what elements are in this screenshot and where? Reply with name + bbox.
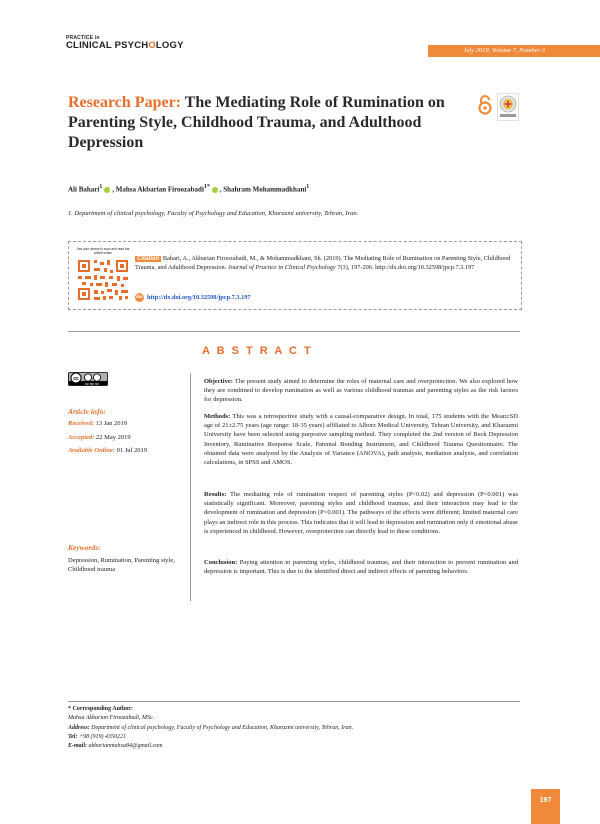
logo-main-text: CLINICAL PSYCH [66,40,149,51]
methods-text: This was a retrospective study with a ca… [204,413,518,467]
conclusion-text: Paying attention to parenting styles, ch… [204,559,519,576]
citation-text: Citation Bahari, A., Akbarian Firoozabad… [135,255,515,273]
abstract-heading: A B S T R A C T [202,345,313,357]
doi-icon: doi [135,293,144,302]
citation-body: Bahari, A., Akbarian Firoozabadi, M., & … [135,255,511,271]
cc-license-icon[interactable]: cc cc by nc [68,372,108,386]
email-value[interactable]: akbarianmahsa84@gmail.com [88,743,163,750]
orcid-icon[interactable] [104,186,111,193]
citation-box [68,241,522,310]
corresponding-author: * Corresponding Author: Mahsa Akbarian F… [68,705,520,751]
received-label: Received: [68,420,94,427]
author-list: Ali Bahari1, Mahsa Akbarian Firoozabadi1… [68,184,528,193]
abstract-objective: Objective: The present study aimed to de… [204,377,518,405]
address-label: Address: [68,724,90,731]
corresponding-address: Address: Department of clinical psycholo… [68,724,520,733]
email-label: E-mail: [68,743,87,750]
author-sep: , [219,185,222,194]
logo-top: PRACTICE in [66,35,100,41]
orcid-icon[interactable] [211,186,218,193]
accepted-label: Accepted: [68,434,95,441]
tel-value: +98 (919) 4350221 [78,733,126,740]
column-divider [190,373,191,601]
results-label: Results: [204,491,227,498]
title-main: The Mediating Role of Rumination on Pare… [68,94,445,151]
svg-text:cc: cc [73,376,79,382]
tel-label: Tel: [68,733,78,740]
corresponding-email: E-mail: akbarianmahsa84@gmail.com [68,742,520,751]
author-2: Mahsa Akbarian Firoozabadi [115,185,204,194]
divider [68,701,520,702]
logo-o: O [148,40,156,51]
page-number: 197 [531,789,560,824]
keywords-text: Depression, Rumination, Parenting style,… [68,557,175,573]
author-3-sup: 1 [306,184,310,190]
logo-main: CLINICAL PSYCHOLOGY [66,41,184,51]
open-access-icon[interactable] [478,95,492,115]
received-date: Received: 13 Jan 2019 [68,420,127,427]
corresponding-tel: Tel: +98 (919) 4350221 [68,733,520,742]
online-label: Available Online: [68,447,116,454]
citation-tag: Citation [135,256,162,262]
qr-code-icon[interactable] [74,246,132,304]
affiliation: 1. Department of clinical psychology, Fa… [68,210,359,217]
divider [68,331,520,332]
doi-link[interactable]: http://dx.doi.org/10.32598/jpcp.7.3.197 [147,293,251,301]
objective-text: The present study aimed to determine the… [204,378,518,404]
citation-tail: 7(3), 197-206. http://dx.doi.org/10.3259… [337,263,475,271]
page-title: Research Paper: The Mediating Role of Ru… [68,93,480,153]
author-1-sup: 1 [99,184,103,190]
keywords-heading: Keywords: [68,543,101,552]
methods-label: Methods: [204,413,231,420]
accepted-value: 22 May 2019 [95,434,131,441]
results-text: The mediating role of rumination respect… [204,491,518,535]
crossmark-icon[interactable] [497,93,519,121]
objective-label: Objective: [204,378,233,385]
author-3: Shahram Mohammadkhani [223,185,307,194]
author-2-sup: 1* [203,184,210,190]
online-value: 01 Jul 2019 [116,447,147,454]
abstract-conclusion: Conclusion: Paying attention to parentin… [204,558,518,576]
address-value: Department of clinical psychology, Facul… [91,724,354,731]
corresponding-name: Mahsa Akbarian Firoozabadi, MSc. [68,715,155,722]
author-1: Ali Bahari [68,185,100,194]
journal-logo: PRACTICE in CLINICAL PSYCHOLOGY [66,36,184,51]
volume-text: July 2019, Volume 7, Number 3 [463,47,545,54]
abstract-results: Results: The mediating role of ruminatio… [204,490,518,536]
logo-end: LOGY [155,40,184,51]
online-date: Available Online: 01 Jul 2019 [68,447,147,454]
abstract-methods: Methods: This was a retrospective study … [204,412,518,467]
qr-caption: Use your device to scan and read the art… [76,247,130,255]
author-sep: , [112,185,114,194]
corresponding-heading: * Corresponding Author: [68,706,133,712]
citation-journal: Journal of Practice in Clinical Psycholo… [227,263,336,271]
article-info-heading: Article info: [68,407,106,416]
header-volume-bar: July 2019, Volume 7, Number 3 [428,45,600,57]
cc-label: cc by nc [85,382,99,386]
title-lead: Research Paper: [68,94,181,111]
accepted-date: Accepted: 22 May 2019 [68,434,131,441]
conclusion-label: Conclusion: [204,559,238,566]
received-value: 13 Jan 2019 [95,420,128,427]
